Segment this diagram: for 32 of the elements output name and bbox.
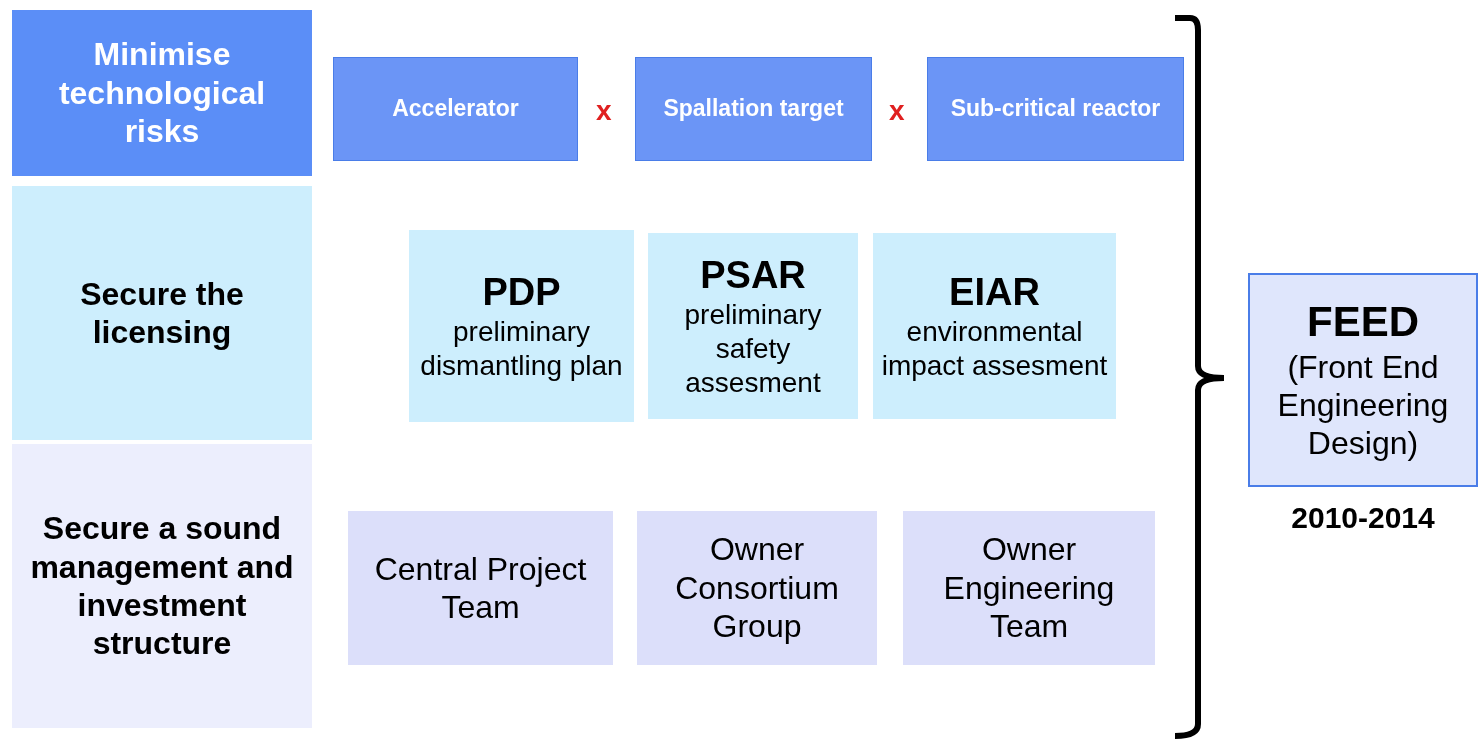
- box-label: Owner Consortium Group: [674, 530, 840, 646]
- box-label: (Front End Engineering Design): [1276, 347, 1450, 463]
- multiply-sign: x: [889, 95, 905, 127]
- box-heading: FEED: [1306, 297, 1420, 348]
- box-label: Accelerator: [391, 95, 520, 123]
- document-box: [648, 233, 858, 419]
- box-label: Owner Engineering Team: [942, 530, 1116, 646]
- box-label: Secure a sound management and investment structure: [29, 509, 295, 663]
- box-label: preliminary safety assesment: [683, 298, 823, 400]
- multiply-sign: x: [596, 95, 612, 127]
- category-band: [12, 10, 312, 176]
- box-heading: PDP: [481, 269, 562, 315]
- component-box: [635, 57, 872, 161]
- box-heading: PSAR: [699, 252, 807, 298]
- box-heading: EIAR: [948, 269, 1041, 315]
- box-label: Central Project Team: [373, 549, 588, 627]
- box-label: preliminary dismantling plan: [419, 315, 624, 383]
- box-label: environmental impact assesment: [880, 315, 1109, 383]
- box-label: Minimise technological risks: [57, 35, 267, 151]
- component-box: [927, 57, 1184, 161]
- box-label: Secure the licensing: [79, 274, 245, 352]
- team-box: [637, 511, 877, 665]
- document-box: [409, 230, 634, 422]
- document-box: [873, 233, 1116, 419]
- date-range: 2010-2014: [1290, 501, 1436, 535]
- team-box: [903, 511, 1155, 665]
- phase-box: [1248, 273, 1478, 487]
- team-box: [348, 511, 613, 665]
- box-label: Spallation target: [662, 95, 845, 123]
- component-box: [333, 57, 578, 161]
- category-band: [12, 186, 312, 440]
- box-label: Sub-critical reactor: [949, 95, 1162, 123]
